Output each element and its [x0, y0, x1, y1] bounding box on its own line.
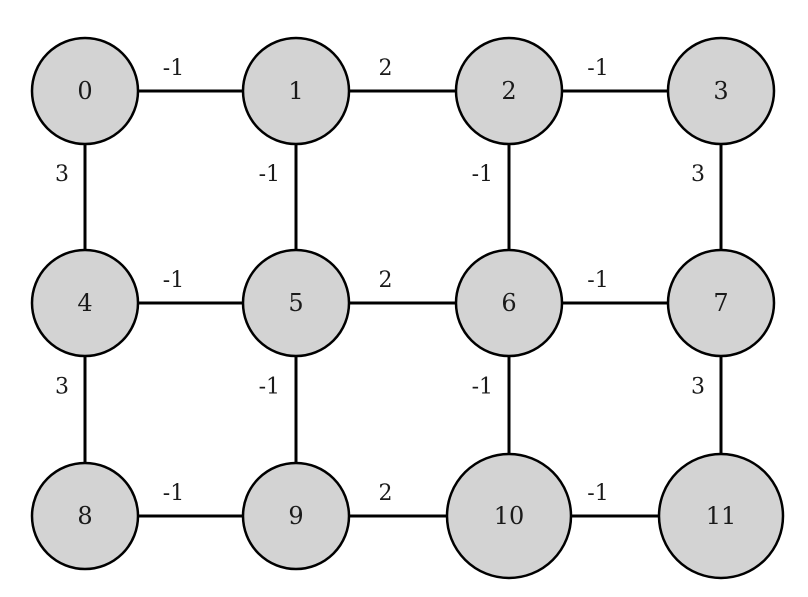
node-circle-4 [30, 248, 140, 358]
node-1: 1 [241, 36, 351, 146]
node-circle-10 [445, 452, 573, 580]
node-9: 9 [241, 461, 351, 571]
edge-label-6-7: -1 [587, 268, 608, 293]
edge-labels: -1 2 -1 -1 2 -1 -1 2 -1 3 -1 -1 3 3 -1 -1 3 [55, 56, 705, 506]
edge-label-1-5: -1 [259, 162, 280, 187]
edge-label-8-9: -1 [163, 481, 184, 506]
node-circle-3 [666, 36, 776, 146]
edge-label-6-10: -1 [472, 375, 493, 400]
node-label-11: 11 [706, 502, 737, 530]
node-4: 4 [30, 248, 140, 358]
node-circle-0 [30, 36, 140, 146]
node-circle-11 [657, 452, 785, 580]
edge-label-0-4: 3 [55, 162, 69, 187]
edge-label-5-9: -1 [259, 375, 280, 400]
edge-label-0-1: -1 [163, 56, 184, 81]
edge-label-2-3: -1 [587, 56, 608, 81]
edges [83, 89, 723, 518]
node-6: 6 [454, 248, 564, 358]
node-0: 0 [30, 36, 140, 146]
node-label-1: 1 [288, 77, 303, 105]
node-label-5: 5 [288, 289, 303, 317]
edge-label-4-5: -1 [163, 268, 184, 293]
edge-label-3-7: 3 [691, 162, 705, 187]
node-circle-7 [666, 248, 776, 358]
node-circle-5 [241, 248, 351, 358]
node-label-10: 10 [494, 502, 525, 530]
node-circle-8 [30, 461, 140, 571]
node-2: 2 [454, 36, 564, 146]
edge-label-2-6: -1 [472, 162, 493, 187]
edge-label-7-11: 3 [691, 375, 705, 400]
node-circle-2 [454, 36, 564, 146]
node-label-7: 7 [713, 289, 728, 317]
node-7: 7 [666, 248, 776, 358]
node-circle-9 [241, 461, 351, 571]
node-3: 3 [666, 36, 776, 146]
node-label-2: 2 [501, 77, 516, 105]
node-circle-1 [241, 36, 351, 146]
node-circle-6 [454, 248, 564, 358]
node-label-9: 9 [288, 502, 303, 530]
edge-label-5-6: 2 [379, 268, 393, 293]
node-5: 5 [241, 248, 351, 358]
edge-label-4-8: 3 [55, 375, 69, 400]
node-label-3: 3 [713, 77, 728, 105]
edge-label-9-10: 2 [379, 481, 393, 506]
node-10: 10 [445, 452, 573, 580]
node-label-4: 4 [77, 289, 92, 317]
node-8: 8 [30, 461, 140, 571]
nodes: 0 1 2 3 4 5 6 7 8 9 10 11 [30, 36, 785, 580]
node-label-0: 0 [77, 77, 92, 105]
node-11: 11 [657, 452, 785, 580]
edge-label-1-2: 2 [379, 56, 393, 81]
node-label-8: 8 [77, 502, 92, 530]
edge-label-10-11: -1 [587, 481, 608, 506]
node-label-6: 6 [501, 289, 516, 317]
